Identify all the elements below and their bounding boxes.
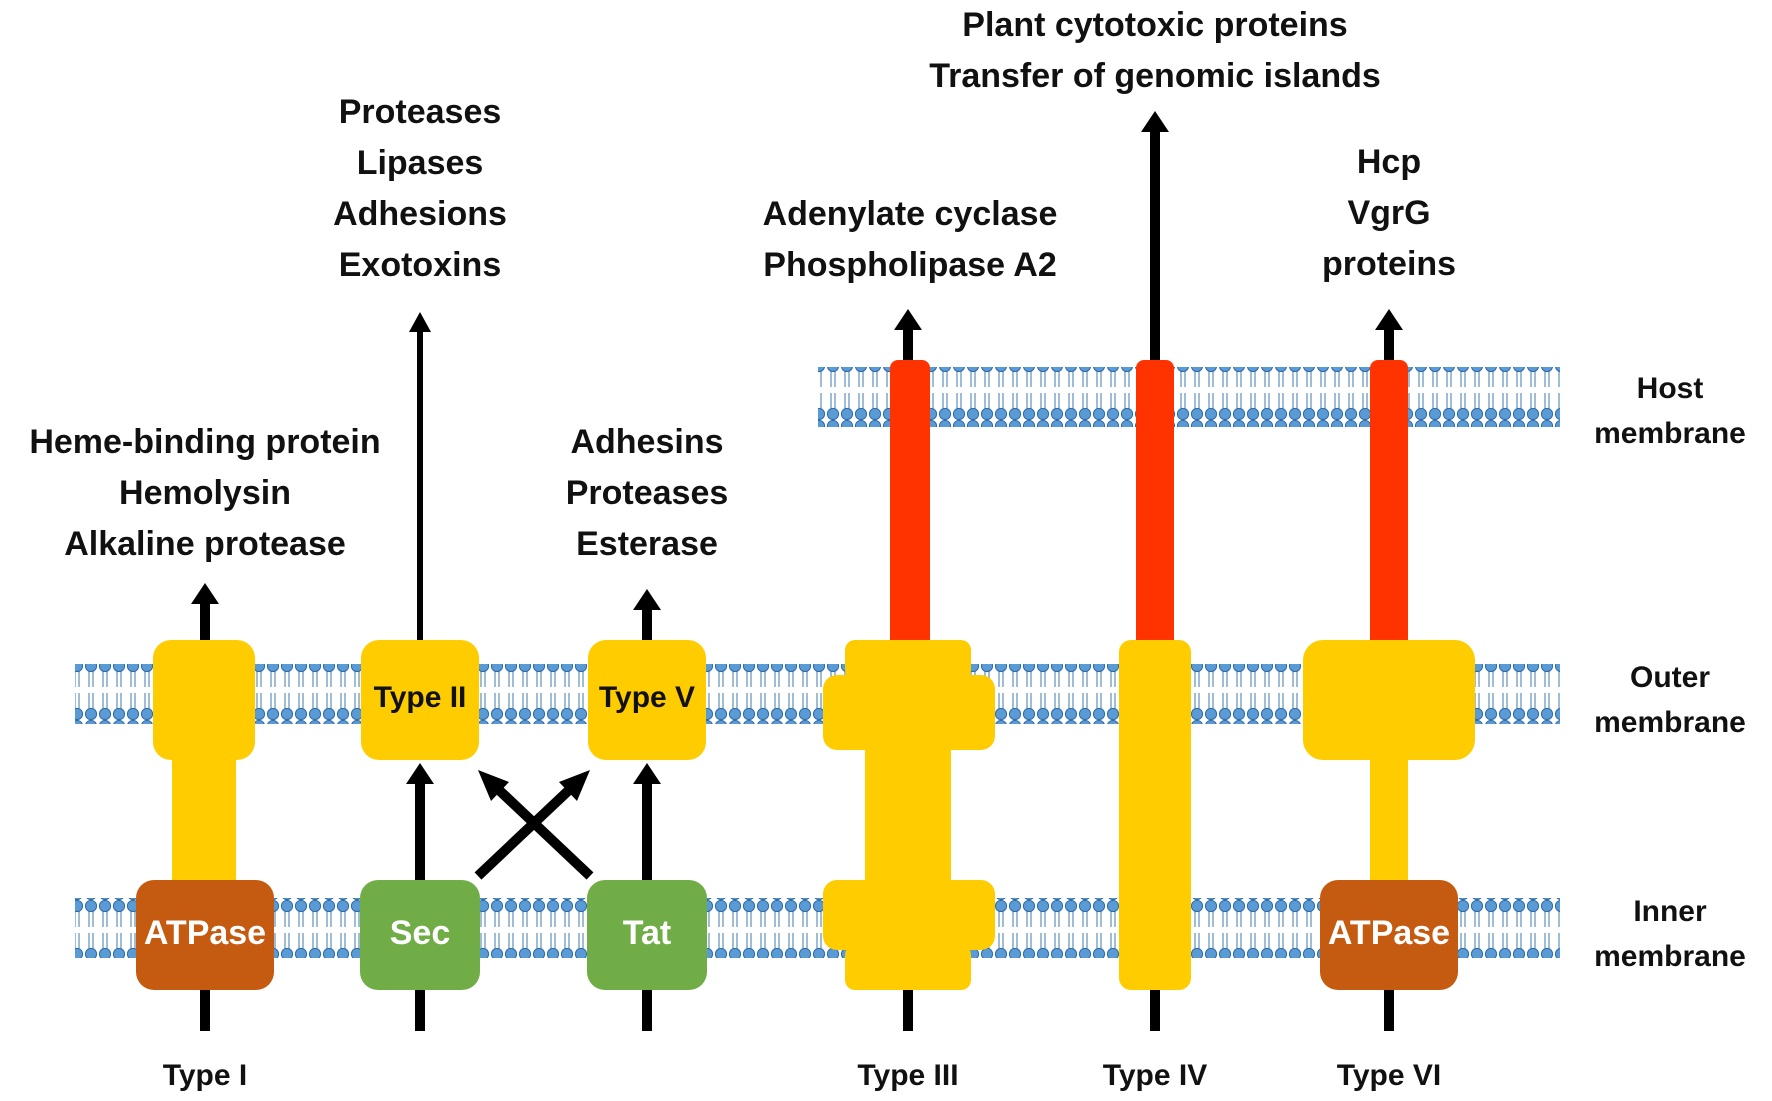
outer-membrane-label: Outer membrane [1594,661,1746,739]
type-i-atpase-label: ATPase [143,914,267,952]
type-iv-label: Type IV [1102,1059,1208,1092]
type-vi-system [1303,309,1475,1031]
type-i-cargo: Heme-binding protein Hemolysin Alkaline … [29,423,381,563]
type-iii-system [823,309,995,1031]
type-iii-label: Type III [857,1059,959,1092]
type-ii-channel-label: Type II [373,681,467,714]
type-iv-system [1119,111,1191,1031]
type-i-system [136,583,274,1031]
type-ii-system [360,312,480,1031]
type-v-system [587,589,707,1031]
type-ii-cargo: Proteases Lipases Adhesions Exotoxins [333,93,507,284]
type-iii-cargo: Adenylate cyclase Phospholipase A2 [762,195,1058,284]
sec-label: Sec [389,914,451,952]
type-vi-label: Type VI [1336,1059,1442,1092]
sec-tat-cross-arrows [474,770,594,880]
type-vi-cargo: Hcp VgrG proteins [1321,143,1457,283]
tat-label: Tat [622,914,672,952]
type-iv-cargo: Plant cytotoxic proteins Transfer of gen… [929,6,1381,95]
type-vi-atpase-label: ATPase [1327,914,1451,952]
host-membrane-bilayer [818,367,1560,427]
host-membrane-label: Host membrane [1594,372,1746,450]
type-i-label: Type I [162,1059,248,1092]
type-v-channel-label: Type V [598,681,696,714]
inner-membrane-label: Inner membrane [1594,895,1746,973]
inner-membrane-bilayer [75,898,1560,958]
type-v-cargo: Adhesins Proteases Esterase [565,423,729,563]
